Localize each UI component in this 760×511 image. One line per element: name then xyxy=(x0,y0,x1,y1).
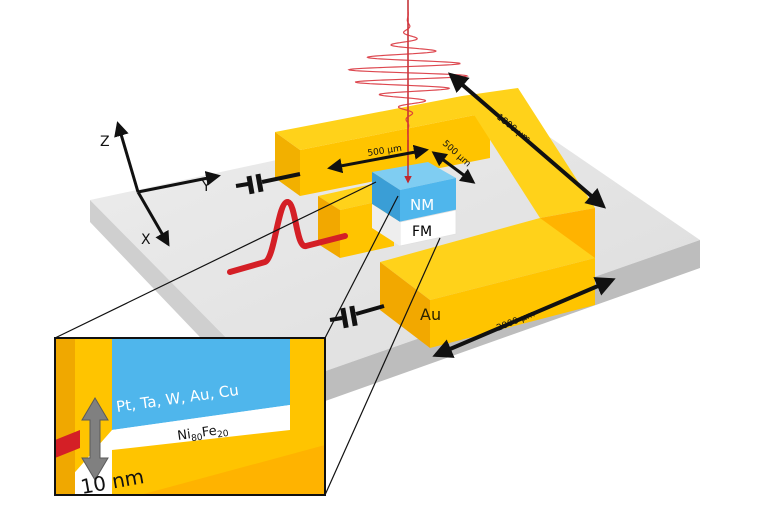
axis-z-label: Z xyxy=(100,134,110,150)
fm-sub-20: 20 xyxy=(217,429,230,441)
double-arrow-icon xyxy=(447,72,607,209)
svg-text:Ni80Fe20: Ni80Fe20 xyxy=(176,422,229,446)
zoom-lines xyxy=(54,181,441,496)
double-arrow-icon xyxy=(327,144,429,174)
thickness-double-arrow-icon xyxy=(81,397,109,481)
double-arrow-icon xyxy=(432,277,616,358)
fm-ni: Ni xyxy=(176,427,191,444)
nm-fm-stack xyxy=(372,162,457,247)
axis-y-label: Y xyxy=(201,179,211,195)
fm-material-label: Ni80Fe20 xyxy=(176,422,229,446)
inset-zoom-box xyxy=(54,337,326,496)
fm-fe: Fe xyxy=(201,424,218,441)
au-label: Au xyxy=(420,305,441,324)
axis-x-label: X xyxy=(141,232,151,248)
fm-sub-80: 80 xyxy=(191,433,204,445)
thz-pulse-icon xyxy=(227,199,348,275)
fm-label: FM xyxy=(412,224,432,240)
double-arrow-icon xyxy=(431,151,476,184)
axes-icon xyxy=(114,121,221,247)
capacitor-icon xyxy=(235,172,301,195)
nm-label: NM xyxy=(410,196,434,214)
capacitor-icon xyxy=(329,304,385,329)
